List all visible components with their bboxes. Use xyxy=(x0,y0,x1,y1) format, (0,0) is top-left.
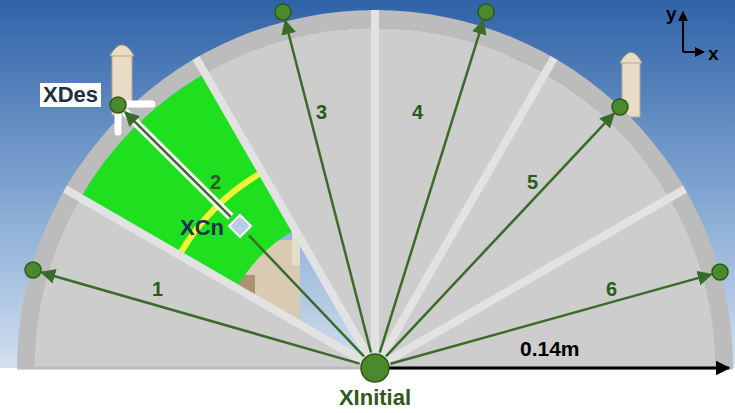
position-point: XInitial xyxy=(360,353,390,383)
connector xyxy=(125,112,231,217)
position-point: XDes xyxy=(109,96,127,114)
sector-divider xyxy=(371,10,379,368)
dimension-arrow xyxy=(377,367,729,370)
callout-number: 5 xyxy=(527,171,538,193)
target-arrow xyxy=(42,272,360,363)
dial xyxy=(17,10,733,368)
callout-number: 3 xyxy=(316,101,327,123)
target-marker xyxy=(115,114,122,132)
point-label: XInitial xyxy=(336,386,414,410)
connector-line xyxy=(249,235,364,356)
node-shape xyxy=(360,353,390,383)
axis-label: y xyxy=(666,4,677,25)
target-marker xyxy=(128,101,152,108)
axis-arrow xyxy=(683,51,704,53)
node-shape xyxy=(228,214,252,238)
callout-number: 4 xyxy=(412,101,423,123)
target-point xyxy=(25,262,41,278)
connector-casing xyxy=(125,112,231,217)
callout-number: 6 xyxy=(606,278,617,300)
point-label: XCn xyxy=(180,216,224,240)
point-label: XDes xyxy=(40,83,101,107)
target-point xyxy=(478,4,494,20)
node-shape xyxy=(109,96,127,114)
axis-arrow xyxy=(682,12,684,52)
target-arrow xyxy=(390,274,711,363)
target-point xyxy=(712,264,728,280)
current-point: XCn xyxy=(228,214,252,238)
target-point xyxy=(612,99,628,115)
callout-number: 2 xyxy=(210,171,221,193)
target-point xyxy=(275,4,291,20)
dimension-label: 0.14m xyxy=(520,337,580,360)
connector-line xyxy=(125,112,231,217)
sky-photo xyxy=(0,0,735,375)
target-arrows xyxy=(25,4,728,364)
target-arrow xyxy=(380,21,484,353)
axis-label: x xyxy=(708,44,719,65)
target-arrow xyxy=(285,21,371,353)
yellow-band xyxy=(179,172,260,253)
sector-divider xyxy=(375,58,554,368)
dial-rim xyxy=(17,10,733,368)
callout-number: 1 xyxy=(152,278,163,300)
connector xyxy=(249,235,364,356)
sector-divider xyxy=(65,189,375,368)
target-arrow xyxy=(386,114,614,357)
